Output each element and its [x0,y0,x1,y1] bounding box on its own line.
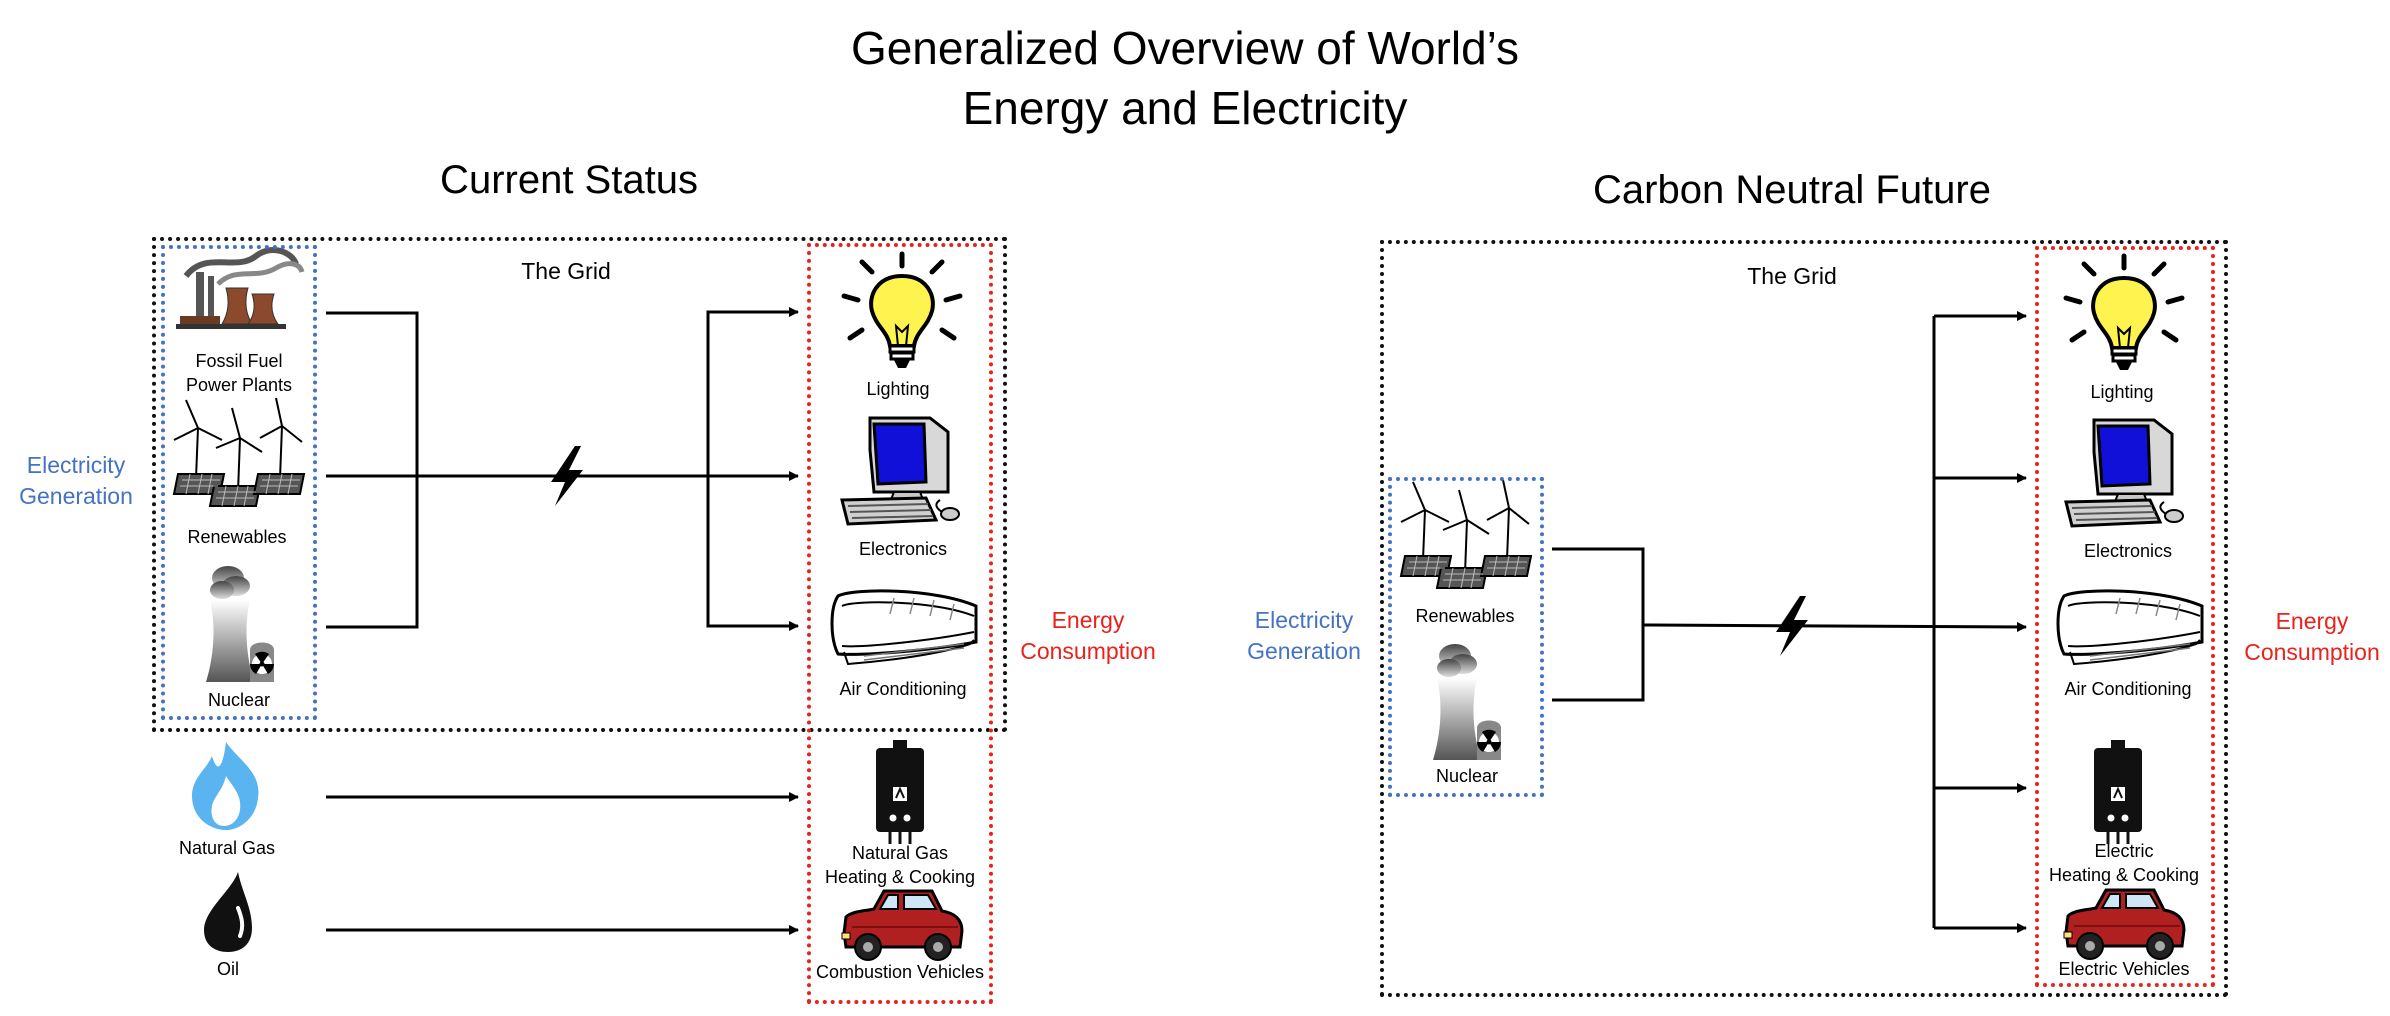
generation-line2: Generation [19,483,133,509]
nuclear-label: Nuclear [1435,766,1499,786]
electronics-label: Electronics [2083,541,2173,561]
right-connectors [1552,311,2027,933]
generation-line2: Generation [1247,638,1361,664]
electronics-label: Electronics [858,539,948,559]
consumption-box [2035,246,2215,987]
oil-drop-icon [204,872,252,952]
nuclear-label: Nuclear [207,690,271,710]
generation-box [1388,477,1544,797]
air-conditioning-label: Air Conditioning [839,679,967,699]
vehicles-label: Electric Vehicles [2058,959,2190,979]
heating-line1: Electric [2094,841,2154,861]
consumption-line2: Consumption [2244,639,2380,665]
energy-consumption-label: Energy Consumption [1020,605,1156,667]
current-status-heading: Current Status [440,158,698,202]
diagram-title-line2: Energy and Electricity [962,82,1408,134]
diagram-title-line1: Generalized Overview of World’s [850,22,1520,74]
consumption-line1: Energy [1051,607,1125,633]
heating-line1: Natural Gas [851,843,949,863]
generation-box [161,245,317,720]
grid-label: The Grid [1747,263,1837,289]
generation-line1: Electricity [26,452,126,478]
lighting-label: Lighting [2090,382,2154,402]
heating-line2: Heating & Cooking [2048,865,2200,885]
electricity-generation-label: Electricity Generation [1247,605,1361,667]
fossil-fuel-label: Fossil Fuel Power Plants [186,349,292,397]
grid-label: The Grid [521,258,611,284]
lighting-label: Lighting [866,379,930,399]
power-plant-icon [176,247,305,329]
vehicles-label: Combustion Vehicles [815,962,985,982]
carbon-neutral-heading: Carbon Neutral Future [1593,168,1991,212]
grid-boundary-box [152,237,1007,732]
electricity-generation-label: Electricity Generation [19,450,133,512]
oil-label: Oil [217,959,239,979]
grid-boundary-box [1380,240,2228,997]
air-conditioning-label: Air Conditioning [2064,679,2192,699]
renewables-label: Renewables [1415,606,1515,626]
consumption-line2: Consumption [1020,638,1156,664]
heating-cooking-label: Natural Gas Heating & Cooking [825,841,975,889]
heating-line2: Heating & Cooking [824,867,976,887]
energy-consumption-label: Energy Consumption [2244,606,2380,668]
fossil-line1: Fossil Fuel [195,351,283,371]
flame-icon [192,742,259,830]
generation-line1: Electricity [1254,607,1354,633]
heating-cooking-label: Electric Heating & Cooking [2049,839,2199,887]
fossil-line2: Power Plants [185,375,293,395]
consumption-box [807,243,993,1004]
left-connectors [326,307,799,935]
consumption-line1: Energy [2275,608,2349,634]
natural-gas-label: Natural Gas [178,838,276,858]
renewables-label: Renewables [187,527,287,547]
